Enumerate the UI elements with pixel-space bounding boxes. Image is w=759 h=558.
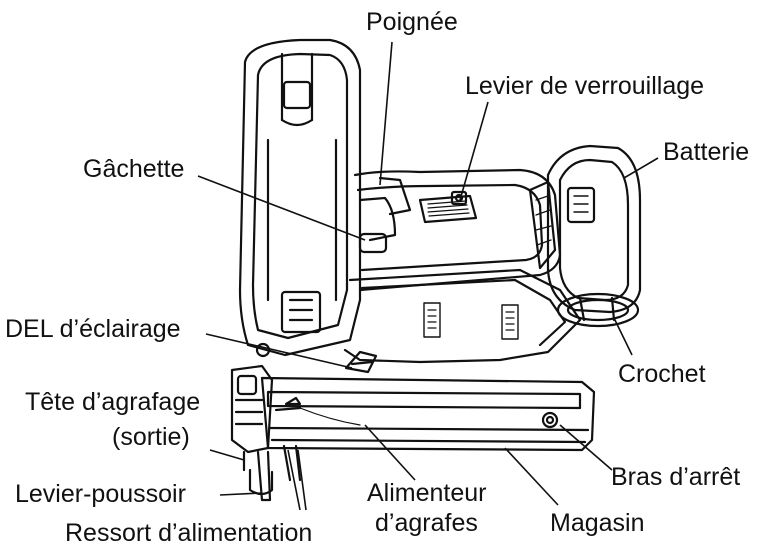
label-crochet: Crochet: [618, 360, 706, 388]
handle: [353, 168, 562, 292]
leader-bras-arret: [559, 424, 613, 471]
label-alimenteur-agrafes: d’agrafes: [375, 509, 478, 537]
label-tete-agrafage-sortie: (sortie): [112, 423, 190, 451]
hook: [556, 292, 640, 328]
leader-batterie: [623, 157, 659, 179]
rear-housing: [238, 38, 362, 357]
label-del-eclairage: DEL d’éclairage: [5, 315, 181, 343]
label-batterie: Batterie: [663, 138, 749, 166]
lock-lever: [418, 190, 478, 224]
leader-magasin: [504, 447, 559, 506]
main-body: [343, 268, 582, 364]
leader-del: [205, 333, 353, 369]
leader-levier-poussoir: [219, 492, 263, 496]
label-poignee: Poignée: [366, 8, 458, 36]
battery: [528, 144, 642, 314]
leader-ressort-1: [287, 449, 301, 511]
led-light: [344, 350, 378, 374]
stapler-illustration: [230, 38, 642, 502]
trigger: [358, 232, 388, 254]
leader-tete-agrafage: [209, 449, 245, 461]
label-bras-arret: Bras d’arrêt: [611, 463, 740, 491]
leader-poignee: [379, 41, 393, 186]
staple-head: [230, 342, 302, 502]
callout-labels: Poignée Levier de verrouillage Batterie …: [5, 8, 749, 547]
label-ressort-alimentation: Ressort d’alimentation: [65, 519, 312, 547]
leader-gachette: [197, 175, 366, 241]
label-magasin: Magasin: [550, 509, 645, 537]
label-levier-verrouillage: Levier de verrouillage: [465, 72, 704, 100]
leader-lines: [197, 41, 659, 511]
label-alimenteur: Alimenteur: [367, 479, 487, 507]
magazine: [260, 376, 596, 452]
leader-crochet: [613, 317, 633, 356]
label-tete-agrafage: Tête d’agrafage: [25, 388, 200, 416]
label-gachette: Gâchette: [83, 155, 184, 183]
leader-levier-verrouillage: [459, 101, 489, 201]
leader-alimenteur: [364, 424, 416, 481]
label-levier-poussoir: Levier-poussoir: [15, 480, 186, 508]
leader-ressort-2: [297, 449, 307, 511]
